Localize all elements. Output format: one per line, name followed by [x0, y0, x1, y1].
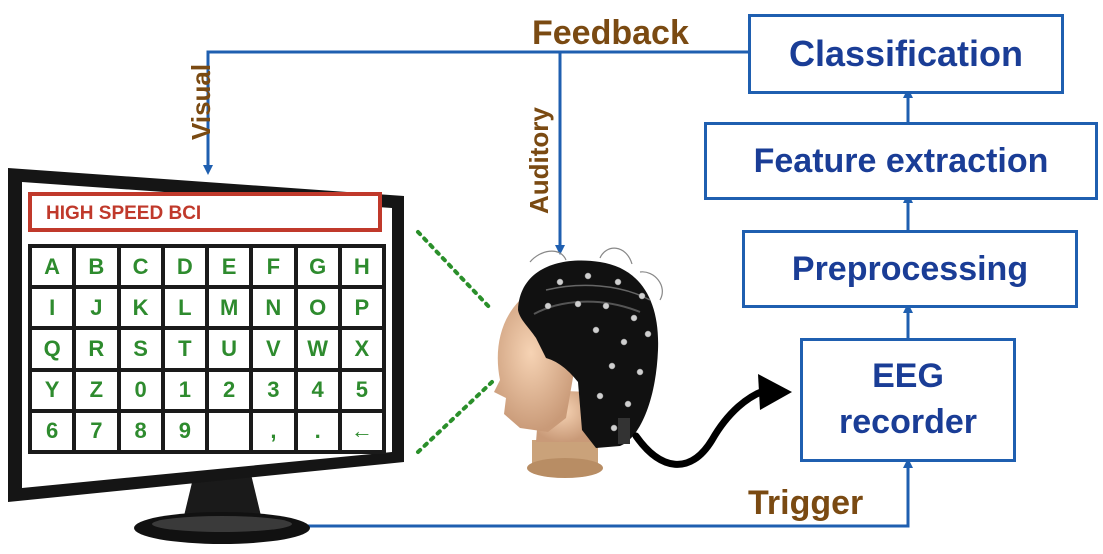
- speller-key[interactable]: ,: [253, 412, 294, 450]
- speller-key[interactable]: ←: [341, 412, 382, 450]
- speller-key[interactable]: I: [32, 289, 73, 327]
- head-with-eeg-cap: [494, 247, 663, 478]
- trigger-arrow: [272, 458, 913, 528]
- screen-title: HIGH SPEED BCI: [46, 203, 202, 224]
- speller-key[interactable]: O: [297, 289, 338, 327]
- speller-key[interactable]: 4: [297, 371, 338, 409]
- speller-key[interactable]: 9: [164, 412, 205, 450]
- speller-key[interactable]: 6: [32, 412, 73, 450]
- visual-label: Visual: [186, 63, 216, 140]
- speller-key[interactable]: N: [253, 289, 294, 327]
- speller-key[interactable]: 8: [120, 412, 161, 450]
- speller-key[interactable]: L: [164, 289, 205, 327]
- speller-key[interactable]: B: [76, 248, 117, 286]
- speller-key[interactable]: U: [209, 330, 250, 368]
- feedback-label: Feedback: [532, 14, 689, 52]
- monitor-stand: [183, 470, 262, 520]
- speller-key[interactable]: 7: [76, 412, 117, 450]
- speller-key[interactable]: V: [253, 330, 294, 368]
- speller-key[interactable]: 2: [209, 371, 250, 409]
- speller-key[interactable]: [209, 412, 250, 450]
- speller-key[interactable]: 0: [120, 371, 161, 409]
- speller-key[interactable]: S: [120, 330, 161, 368]
- speller-key[interactable]: D: [164, 248, 205, 286]
- speller-key[interactable]: P: [341, 289, 382, 327]
- speller-key[interactable]: A: [32, 248, 73, 286]
- speller-key[interactable]: J: [76, 289, 117, 327]
- speller-key[interactable]: F: [253, 248, 294, 286]
- feature-extraction-box: Feature extraction: [704, 122, 1098, 200]
- speller-key[interactable]: C: [120, 248, 161, 286]
- screen-title-bar: HIGH SPEED BCI: [28, 192, 382, 232]
- eeg-cable-arrow: [632, 386, 770, 468]
- auditory-label: Auditory: [524, 107, 554, 214]
- pipeline-arrows: [272, 88, 913, 528]
- speller-key[interactable]: .: [297, 412, 338, 450]
- speller-key[interactable]: Z: [76, 371, 117, 409]
- preprocessing-box: Preprocessing: [742, 230, 1078, 308]
- speller-key[interactable]: G: [297, 248, 338, 286]
- trigger-label: Trigger: [748, 484, 864, 522]
- speller-key[interactable]: Q: [32, 330, 73, 368]
- speller-key[interactable]: W: [297, 330, 338, 368]
- speller-key[interactable]: 5: [341, 371, 382, 409]
- speller-key[interactable]: H: [341, 248, 382, 286]
- feedback-arrows: [203, 50, 748, 255]
- eeg-cap: [518, 260, 659, 448]
- speller-key[interactable]: Y: [32, 371, 73, 409]
- speller-key[interactable]: E: [209, 248, 250, 286]
- eeg-cable-arrowhead: [758, 374, 792, 410]
- speller-key[interactable]: X: [341, 330, 382, 368]
- dotted-line-upper: [416, 230, 494, 312]
- speller-key[interactable]: R: [76, 330, 117, 368]
- speller-key[interactable]: 1: [164, 371, 205, 409]
- speller-key[interactable]: T: [164, 330, 205, 368]
- eeg-connector: [618, 418, 630, 444]
- speller-key[interactable]: K: [120, 289, 161, 327]
- classification-box: Classification: [748, 14, 1064, 94]
- speller-key[interactable]: M: [209, 289, 250, 327]
- eeg-recorder-box: EEG recorder: [800, 338, 1016, 462]
- feedback-visual-arrow: [203, 50, 748, 175]
- dotted-line-lower: [416, 380, 494, 454]
- speller-key[interactable]: 3: [253, 371, 294, 409]
